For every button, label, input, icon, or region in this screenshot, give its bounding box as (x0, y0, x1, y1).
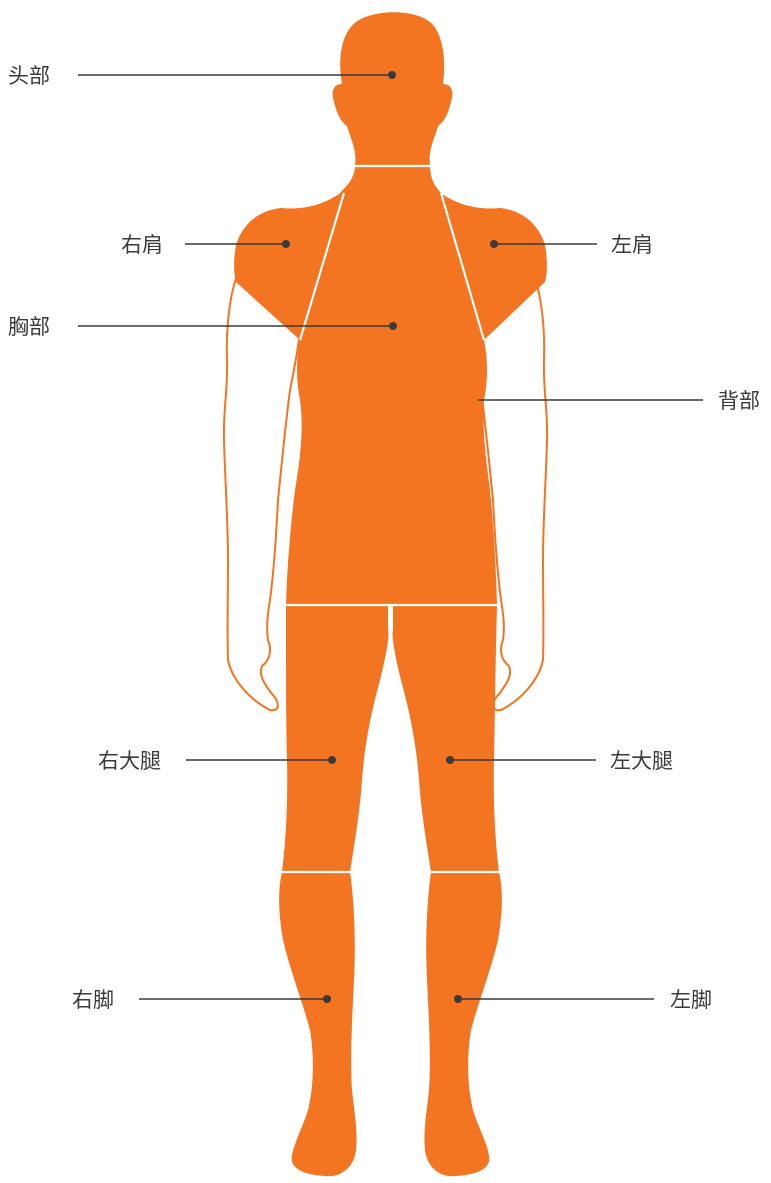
right-leg-shape (279, 605, 388, 1176)
label-left-foot: 左脚 (670, 988, 712, 1012)
label-left-shoulder: 左肩 (611, 233, 653, 257)
label-back: 背部 (718, 389, 760, 413)
left-foot-dot (454, 995, 462, 1003)
torso-shape (234, 165, 547, 605)
label-head: 头部 (8, 64, 50, 88)
chest-dot (389, 322, 397, 330)
right-thigh-dot (328, 756, 336, 764)
left-shoulder-dot (490, 240, 498, 248)
label-left-thigh: 左大腿 (610, 749, 673, 773)
left-thigh-dot (446, 756, 454, 764)
label-right-foot: 右脚 (72, 988, 114, 1012)
right-shoulder-dot (282, 240, 290, 248)
left-leg-shape (393, 605, 502, 1176)
head-shape (333, 12, 453, 165)
label-right-thigh: 右大腿 (98, 749, 161, 773)
label-chest: 胸部 (8, 315, 50, 339)
head-dot (388, 71, 396, 79)
right-foot-dot (323, 995, 331, 1003)
label-right-shoulder: 右肩 (121, 233, 163, 257)
